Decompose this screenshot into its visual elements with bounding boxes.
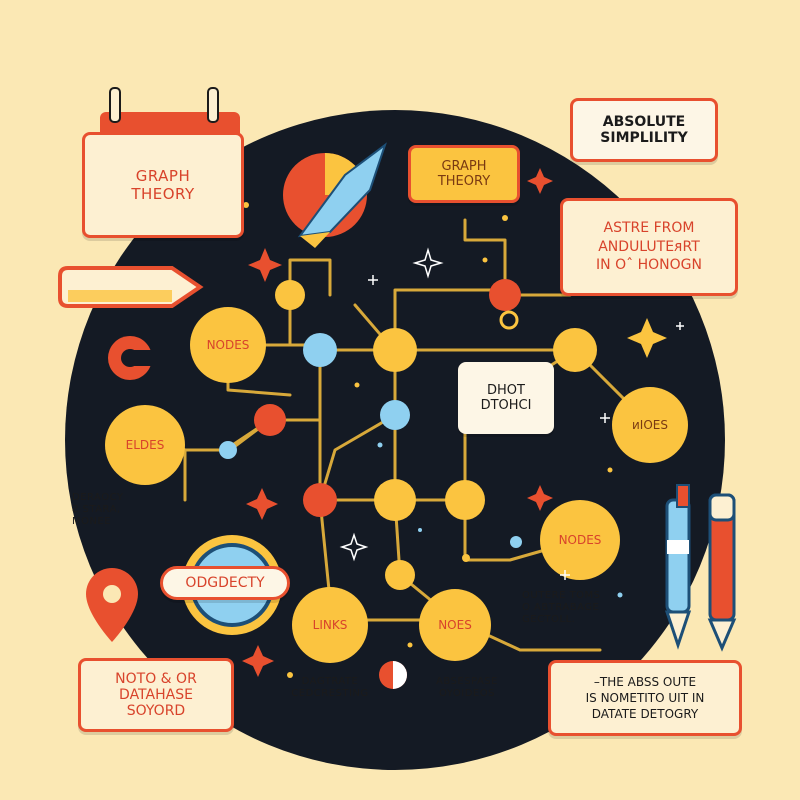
node-red[interactable]: [489, 279, 521, 311]
annotation-deraocy: DERAOCY Ƨ STARA, MONEE: [72, 492, 124, 527]
card-dhot-dtohci-text: DHOT DTOHCI: [480, 383, 532, 413]
card-graph-theory-left: GRAPH THEORY: [82, 132, 244, 238]
node-yellow[interactable]: [373, 328, 417, 372]
node-yellow[interactable]: [612, 387, 688, 463]
node-label-links: LINKS: [312, 618, 348, 632]
card-noto-database-text: NOTO & OR DATAHASE SOYORD: [115, 671, 197, 719]
node-yellow[interactable]: [105, 405, 185, 485]
card-dhot-dtohci: DHOT DTOHCI: [458, 362, 554, 434]
card-graph-theory-left-text: GRAPH THEORY: [131, 167, 195, 203]
node-yellow[interactable]: [445, 480, 485, 520]
node-yellow[interactable]: [385, 560, 415, 590]
card-graph-theory-center-text: GRAPH THEORY: [437, 159, 491, 189]
annotation-dagtrate: DAGTRATE CEDCRESTING: [291, 676, 369, 699]
card-odgdecty: ODGDECTY: [160, 566, 290, 600]
node-blue[interactable]: [303, 333, 337, 367]
pie-rocket-illustration: [283, 142, 387, 248]
node-yellow[interactable]: [292, 587, 368, 663]
node-blue[interactable]: [380, 400, 410, 430]
node-small-yellow[interactable]: [462, 554, 470, 562]
node-label-noes: NOES: [438, 618, 472, 632]
card-astre-from-text: ASTRE FROM ANDULUTEᴙRT IN Oˆ HONOGN: [596, 219, 702, 274]
node-label-nodes: NODES: [206, 338, 250, 352]
sparkle-icon: [242, 645, 274, 677]
red-half-circle: [108, 336, 160, 380]
node-yellow[interactable]: [190, 307, 266, 383]
annotation-outere-toms: OUTERE TOMS O ABTRABAGE GECTOLL.: [522, 590, 601, 625]
node-label-nioes: ᴎIOES: [632, 418, 668, 432]
card-graph-theory-center: GRAPH THEORY: [408, 145, 520, 203]
card-odgdecty-text: ODGDECTY: [185, 575, 265, 591]
sparkle-icon: [339, 532, 369, 562]
plus-icon: [368, 275, 684, 580]
sparkle-icon: [246, 488, 278, 520]
sparkle-icon: [527, 485, 553, 511]
node-yellow[interactable]: [540, 500, 620, 580]
node-red[interactable]: [303, 483, 337, 517]
sparkle-icon: [248, 248, 282, 282]
card-absolute-simplility: ABSOLUTE SIMPLILITY: [570, 98, 718, 162]
nodes: [105, 279, 688, 663]
node-red[interactable]: [254, 404, 286, 436]
arrow-right-icon: [58, 266, 204, 308]
node-label-nodes-2: NODES: [558, 533, 602, 547]
card-astre-from: ASTRE FROM ANDULUTEᴙRT IN Oˆ HONOGN: [560, 198, 738, 296]
sparkle-icon: [627, 318, 667, 358]
sparkles: [242, 168, 684, 678]
small-moon-icon: [379, 661, 407, 689]
dot-icon: [377, 442, 623, 598]
node-label-eldes: ELDES: [125, 438, 165, 452]
sparkle-icon: [527, 168, 553, 194]
map-pin-icon: [86, 568, 138, 642]
node-yellow[interactable]: [553, 328, 597, 372]
annotation-absespase: ABSESPASE OYOIDEOS: [436, 676, 498, 699]
node-blue[interactable]: [510, 536, 522, 548]
dot-icon: [243, 202, 613, 678]
node-yellow[interactable]: [374, 479, 416, 521]
card-the-abss-oute-text: –THE ABSS OUTE IS NOMETITO UIT IN DATATE…: [585, 674, 705, 722]
card-the-abss-oute: –THE ABSS OUTE IS NOMETITO UIT IN DATATE…: [548, 660, 742, 736]
sparkle-icon: [412, 247, 444, 279]
pen-icons: [664, 484, 737, 652]
node-yellow[interactable]: [419, 589, 491, 661]
node-yellow[interactable]: [275, 280, 305, 310]
card-absolute-simplility-text: ABSOLUTE SIMPLILITY: [600, 114, 688, 146]
card-noto-database: NOTO & OR DATAHASE SOYORD: [78, 658, 234, 732]
node-blue[interactable]: [219, 441, 237, 459]
node-ring[interactable]: [499, 310, 519, 330]
